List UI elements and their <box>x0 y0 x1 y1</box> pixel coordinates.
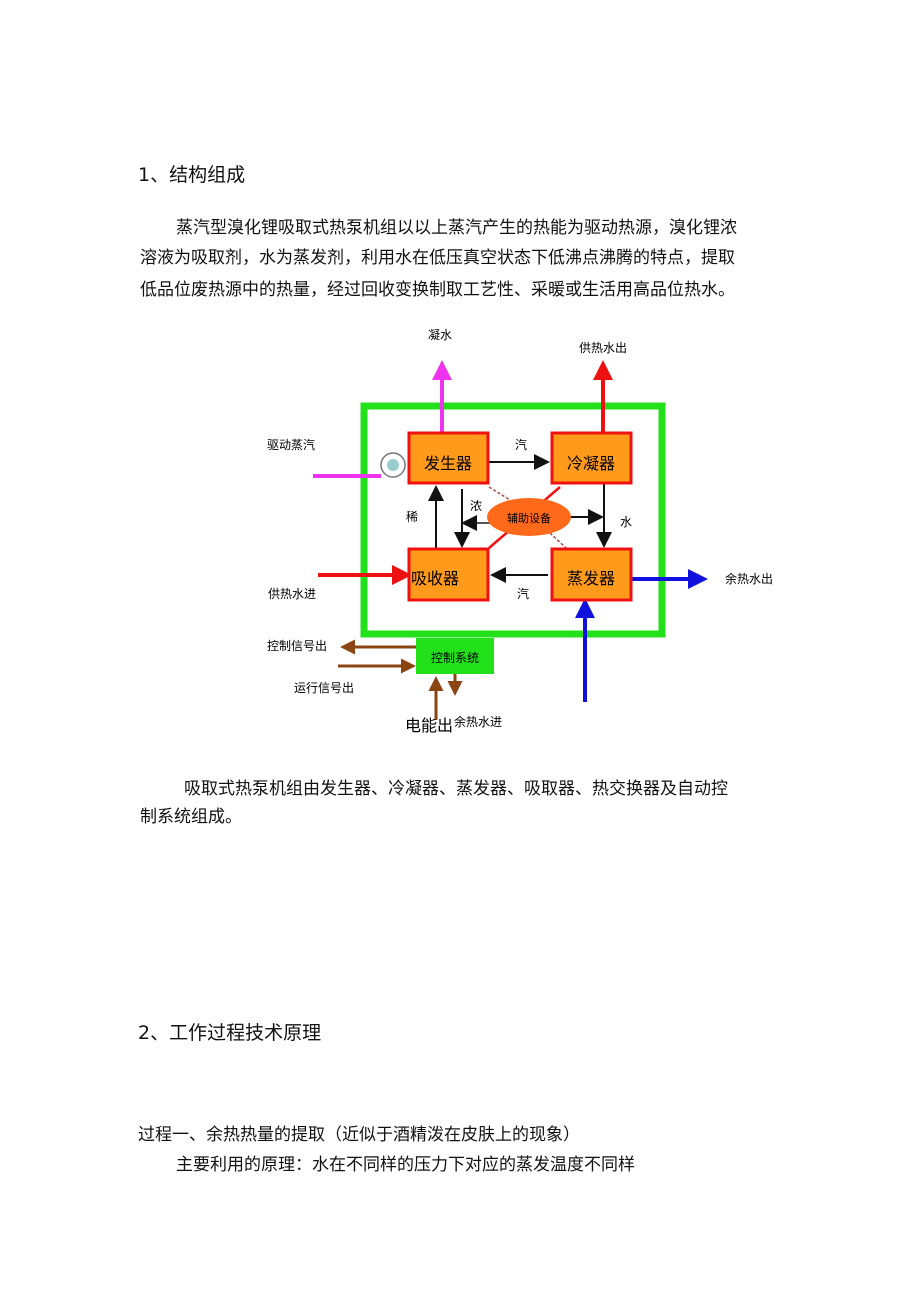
auxiliary-equipment: 辅助设备 <box>487 498 571 536</box>
section-heading-structure: 1、结构组成 <box>138 164 246 186</box>
evaporator-box: 蒸发器 <box>550 547 633 602</box>
paragraph-line: 蒸汽型溴化锂吸取式热泵机组以以上蒸汽产生的热能为驱动热源，溴化锂浓 <box>176 218 737 238</box>
principle-text: 主要利用的原理：水在不同样的压力下对应的蒸发温度不同样 <box>176 1155 635 1175</box>
label-condensate: 凝水 <box>428 327 452 342</box>
label-supply-out: 供热水出 <box>579 341 627 355</box>
section-heading-principle: 2、工作过程技术原理 <box>138 1022 322 1044</box>
label-waste-out: 余热水出 <box>725 571 773 586</box>
label-supply-in: 供热水进 <box>268 587 316 601</box>
svg-text:蒸发器: 蒸发器 <box>567 569 615 588</box>
condenser-box: 冷凝器 <box>550 431 633 485</box>
label-concentrated: 浓 <box>470 499 482 513</box>
svg-text:吸收器: 吸收器 <box>411 569 459 588</box>
label-driving-steam: 驱动蒸汽 <box>267 437 315 452</box>
process-heading: 过程一、余热热量的提取（近似于酒精泼在皮肤上的现象） <box>138 1125 580 1145</box>
paragraph-line: 吸取式热泵机组由发生器、冷凝器、蒸发器、吸取器、热交换器及自动控 <box>184 779 728 799</box>
paragraph-line: 低品位废热源中的热量，经过回收变换制取工艺性、采暖或生活用高品位热水。 <box>140 280 735 300</box>
svg-text:辅助设备: 辅助设备 <box>507 511 551 525</box>
heat-pump-diagram: 发生器 冷凝器 吸收器 蒸发器 辅助设备 控制系统 凝水 供热水出 驱动蒸汽 供… <box>267 327 773 735</box>
control-system-box: 控制系统 <box>416 638 494 674</box>
svg-text:发生器: 发生器 <box>424 454 472 473</box>
label-waste-in: 余热水进 <box>454 714 502 729</box>
svg-text:控制系统: 控制系统 <box>431 651 479 665</box>
label-power: 电能出 <box>405 716 453 735</box>
svg-text:冷凝器: 冷凝器 <box>567 454 615 473</box>
label-steam-top: 汽 <box>515 437 527 452</box>
generator-box: 发生器 <box>407 431 490 485</box>
unit-frame <box>360 402 666 638</box>
label-water: 水 <box>620 515 632 529</box>
paragraph-line: 制系统组成。 <box>140 807 242 827</box>
absorber-box: 吸收器 <box>407 547 490 602</box>
label-dilute: 稀 <box>406 510 418 524</box>
label-steam-bottom: 汽 <box>517 586 529 601</box>
label-control-signal: 控制信号出 <box>267 639 327 653</box>
paragraph-line: 溶液为吸取剂，水为蒸发剂，利用水在低压真空状态下低沸点沸腾的特点，提取 <box>140 248 735 268</box>
label-run-signal: 运行信号出 <box>294 681 354 695</box>
